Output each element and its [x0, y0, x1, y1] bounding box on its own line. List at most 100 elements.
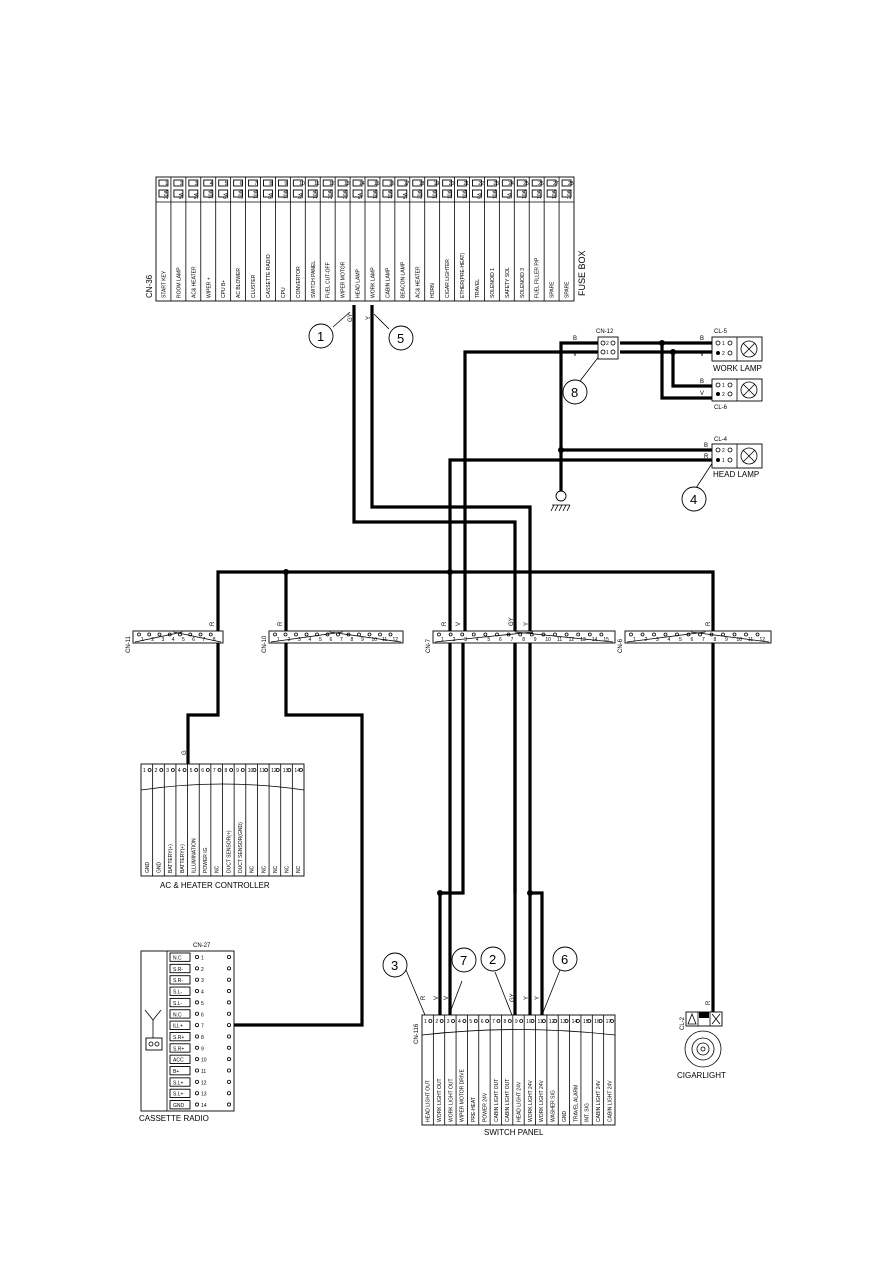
- pin-number: 13: [580, 637, 586, 643]
- fuse-circuit-label: SPARE: [565, 281, 571, 298]
- wire-code-g: G: [182, 750, 188, 755]
- wire-code-b: B: [573, 336, 577, 342]
- fuse-number: 21: [464, 181, 470, 187]
- switch-pin-label: TRAVEL ALARM: [573, 1085, 579, 1122]
- fuse-rating: 10A: [209, 189, 215, 199]
- wire-code-gy: GY: [348, 313, 354, 322]
- pin-number: 10: [526, 1019, 532, 1025]
- cassette-pin-number: 12: [201, 1080, 207, 1086]
- fuse-rating: 5A: [194, 192, 200, 199]
- cassette-pin-label: S.R-: [173, 978, 183, 984]
- pin-number: 3: [464, 637, 467, 643]
- pin-number: 6: [330, 637, 333, 643]
- pin-number: 14: [572, 1019, 578, 1025]
- ac-pin-label: NC: [261, 865, 267, 873]
- work-lamp-cl6: 12 CL-6: [711, 378, 763, 411]
- wire-code-v: V: [700, 391, 704, 397]
- cassette-pin-row: S.L+12: [169, 1077, 231, 1087]
- fuse-terminal: [486, 179, 497, 187]
- fuse-rating: 5A: [358, 192, 364, 199]
- fuse-circuit-label: WIPER +: [206, 277, 212, 298]
- fuse-rating: 10A: [373, 189, 379, 199]
- pin-number: 6: [691, 637, 694, 643]
- pin-number: 3: [298, 637, 301, 643]
- connector-label: CN-10: [262, 635, 268, 653]
- wire-code-b: B: [700, 379, 704, 385]
- pin-number: 14: [294, 768, 300, 774]
- callout-number: 5: [397, 331, 404, 346]
- fuse-terminal: [397, 189, 408, 198]
- wire-code-y: Y: [535, 996, 541, 1000]
- fuse-terminal: [561, 189, 572, 198]
- callout-marker: 6: [552, 946, 578, 972]
- fuse-rating: 10A: [537, 189, 543, 199]
- pin-number: 1: [441, 637, 444, 643]
- fuse-terminal: [397, 179, 408, 187]
- switch-pin-label: INT. SIG: [585, 1103, 591, 1122]
- cassette-pin-row: S.R+9: [169, 1043, 231, 1053]
- fuse-rating: 5A: [268, 192, 274, 199]
- cl-5-label: CL-5: [714, 329, 728, 335]
- cassette-pin-number: 11: [201, 1069, 206, 1075]
- fuse-circuit-label: CIGAR LIGHTER: [445, 259, 451, 298]
- wire-codes: GY Y B V B V B V B R R R R V GY Y R G R …: [182, 313, 712, 1024]
- pin-dot: [652, 632, 656, 637]
- fuse-circuit-label: SOLENOID 3: [520, 268, 526, 298]
- fuse-terminal: [292, 179, 303, 187]
- fuse-rating: 10A: [552, 189, 558, 199]
- wire-code-r: R: [421, 995, 427, 1000]
- pin-number: 7: [702, 637, 705, 643]
- fuse-rating: 5A: [224, 192, 230, 199]
- cassette-pin-number: 14: [201, 1103, 207, 1109]
- fuse-circuit-label: AC& HEATER: [191, 266, 197, 298]
- fuse-number: 5: [225, 181, 228, 187]
- callout-number: 6: [561, 952, 568, 967]
- pin-dot: [367, 632, 372, 637]
- pin-number: 10: [248, 768, 254, 774]
- fuse-number: 24: [508, 181, 514, 187]
- fuse-terminal: [367, 189, 378, 198]
- fuse-circuit-label: CLUSTER: [251, 274, 257, 298]
- fuse-rating: 10A: [433, 189, 439, 199]
- fuse-terminal: [472, 189, 482, 198]
- fuse-terminal: [277, 189, 288, 198]
- cassette-icon: [145, 1037, 163, 1051]
- pin-number: 4: [178, 768, 181, 774]
- cassette-pin-label: S.L-: [173, 1001, 183, 1007]
- fuse-terminal: [352, 179, 363, 187]
- fuse-circuit-label: BEACON LAMP: [400, 261, 406, 298]
- pin-dot: [388, 632, 393, 637]
- fuse-number: 9: [284, 181, 287, 187]
- callout-number: 8: [571, 385, 578, 400]
- fuse-rating: 5A: [298, 192, 304, 199]
- switch-pin-label: CABIN LIGHT OUT: [505, 1079, 511, 1122]
- switch-pin-label: WORK LIGHT 24V: [539, 1079, 545, 1122]
- pin-dot: [157, 632, 162, 637]
- fuse-terminal: [307, 179, 318, 187]
- pin-number: 2: [151, 637, 154, 643]
- fuse-circuit-label: CASSETTE RADIO: [266, 254, 272, 298]
- cassette-pin-row: S.R-2: [169, 963, 231, 974]
- fuse-terminal: [337, 179, 348, 187]
- fuse-rating: 10A: [463, 189, 469, 199]
- pin-number: 1: [633, 637, 636, 643]
- fuse-circuit-label: SAFETY SOL: [505, 267, 511, 298]
- fuse-rating: 20A: [328, 189, 334, 199]
- fuse-terminal: [531, 189, 542, 198]
- fuse-rating: 20A: [164, 189, 170, 199]
- pin-number: 7: [511, 637, 514, 643]
